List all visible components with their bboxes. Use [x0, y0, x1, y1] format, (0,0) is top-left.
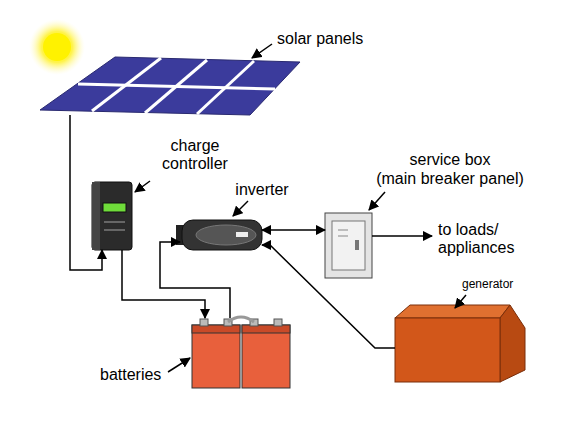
breaker-panel-body	[325, 213, 372, 278]
service-box: service box(main breaker panel)	[325, 213, 372, 278]
solar-panel-array: solar panels	[40, 55, 300, 115]
inverter-body	[182, 220, 262, 250]
controller-side	[92, 182, 100, 250]
device-label: service box	[410, 151, 491, 169]
wire-connector	[262, 245, 395, 348]
solar-panel-array	[40, 57, 300, 115]
device-label: generator	[462, 278, 513, 292]
battery-bank	[192, 317, 290, 388]
load-label: to loads/ appliances	[438, 221, 548, 258]
controller-vent	[104, 229, 125, 231]
wire-connector	[70, 115, 102, 270]
generator: generator	[395, 305, 525, 382]
wire-connector	[160, 242, 230, 318]
breaker-panel-door	[332, 221, 365, 270]
inverter-device	[176, 220, 262, 250]
battery-top	[242, 325, 290, 333]
batteries: batteries	[190, 318, 290, 388]
leader-line	[455, 295, 466, 308]
leader-line	[168, 358, 190, 372]
leader-line	[135, 181, 150, 192]
generator-side	[500, 305, 525, 382]
battery-terminal	[274, 319, 282, 326]
charge-controller: charge controller	[92, 182, 132, 250]
inverter-badge	[236, 232, 248, 237]
generator-front	[395, 318, 500, 382]
device-label: inverter	[235, 181, 288, 199]
breaker	[338, 236, 348, 237]
panel-frame	[40, 57, 300, 115]
service-box-device	[325, 213, 372, 278]
leader-line	[369, 192, 385, 210]
inverter-face	[196, 225, 256, 245]
controller-body	[92, 182, 132, 250]
controller-vent	[104, 221, 125, 223]
device-label: solar panels	[277, 30, 363, 48]
controller-display	[103, 203, 126, 212]
sun	[43, 33, 71, 61]
breaker-panel-latch	[355, 240, 359, 250]
leader-line	[233, 201, 248, 216]
wire-connector	[122, 250, 205, 318]
inverter: inverter	[180, 220, 262, 250]
leader-line	[252, 44, 272, 58]
generator-top	[395, 305, 510, 318]
device-label: (main breaker panel)	[376, 170, 524, 188]
charge-controller-device	[92, 182, 132, 250]
device-label: batteries	[100, 366, 161, 384]
device-label: charge controller	[148, 137, 243, 174]
battery-cell	[192, 325, 240, 388]
load-arrow	[372, 235, 432, 237]
battery-terminal	[200, 319, 208, 326]
battery-top	[192, 325, 240, 333]
sun-glow	[29, 19, 85, 75]
breaker	[338, 230, 348, 231]
wire-connector	[262, 229, 325, 231]
battery-cell	[242, 325, 290, 388]
generator-device	[395, 305, 525, 382]
battery-cable	[228, 317, 254, 322]
panel-divider	[78, 84, 275, 89]
